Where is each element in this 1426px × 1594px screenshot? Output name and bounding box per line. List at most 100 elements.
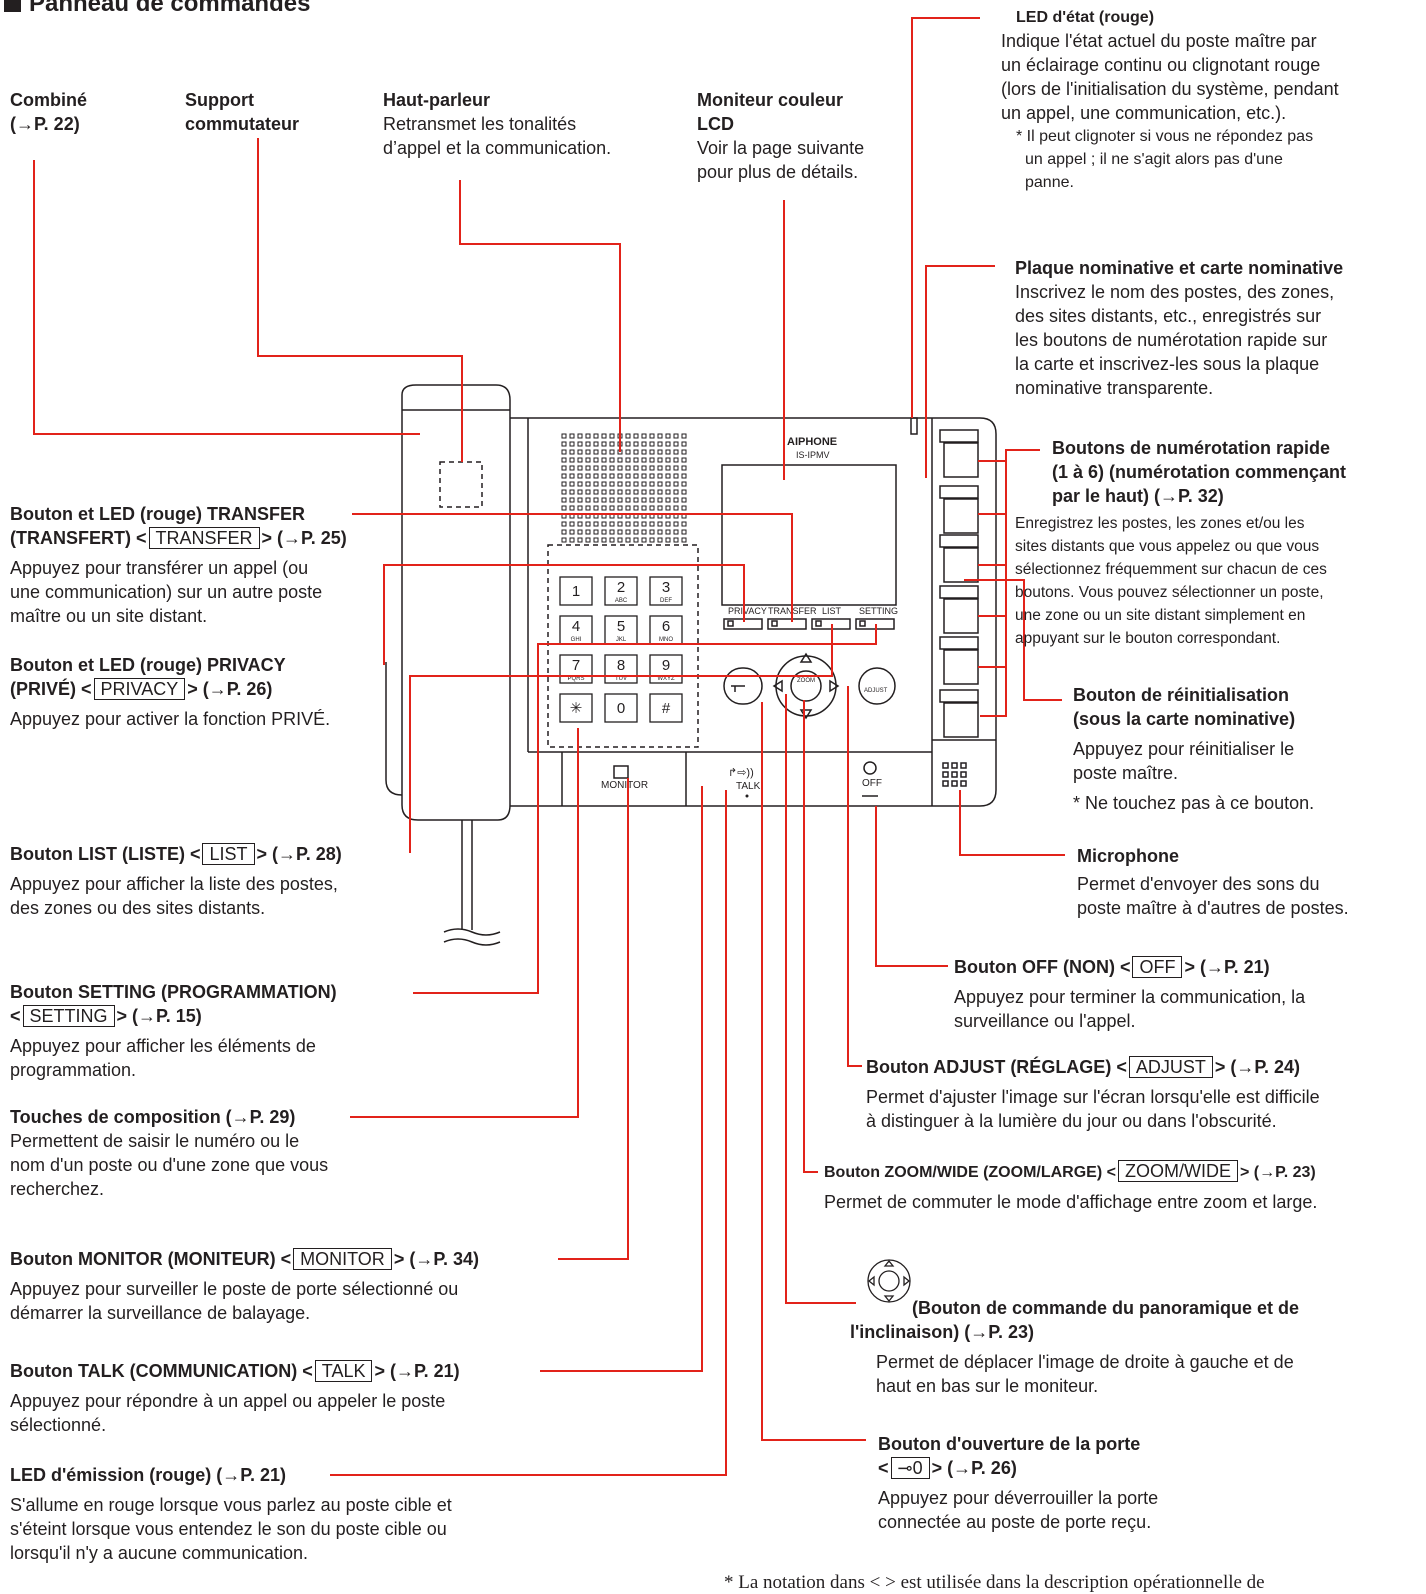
zoom-key-label[interactable]: ZOOM	[797, 678, 815, 684]
setting-post: > (→P. 15)	[116, 1006, 202, 1026]
callout-haut-parleur: Haut-parleur Retransmet les tonalités d’…	[383, 88, 611, 160]
privacy-key-label[interactable]: PRIVACY	[728, 606, 767, 616]
footnote: * La notation dans < > est utilisée dans…	[724, 1572, 1265, 1593]
callout-plaque: Plaque nominative et carte nominative In…	[1015, 256, 1343, 400]
callout-panoramique: (Bouton de commande du panoramique et de…	[850, 1296, 1300, 1398]
support-title-2: commutateur	[185, 114, 300, 134]
keypad-key-number: 9	[662, 657, 670, 674]
led-etat-note-2: un appel ; il ne s'agit alors pas d'une	[1025, 151, 1283, 168]
keypad-key-number: 2	[617, 579, 625, 596]
monitor-key-box: MONITOR	[293, 1248, 392, 1270]
plaque-desc-4: la carte et inscrivez-les sous la plaque	[1015, 354, 1320, 374]
plaque-desc-2: des sites distants, etc., enregistrés su…	[1015, 306, 1322, 326]
callout-reinit: Bouton de réinitialisation (sous la cart…	[1073, 683, 1314, 815]
combine-title: Combiné	[10, 90, 88, 110]
callout-numerotation: Boutons de numérotation rapide (1 à 6) (…	[1052, 436, 1346, 508]
list-key-box: LIST	[202, 843, 255, 865]
led-etat-note-1: * Il peut clignoter si vous ne répondez …	[1016, 128, 1314, 145]
off-post: > (→P. 21)	[1184, 957, 1270, 977]
setting-key-box: SETTING	[22, 1005, 115, 1027]
keypad-key-number: 8	[617, 657, 625, 674]
led-etat-title: LED d'état (rouge)	[1016, 9, 1155, 26]
off-desc-1: Appuyez pour terminer la communication, …	[954, 987, 1306, 1007]
numerotation-title-1: Boutons de numérotation rapide	[1052, 438, 1331, 458]
keypad-key[interactable]: 0	[604, 693, 638, 723]
keypad-key-number: 0	[617, 700, 625, 717]
keypad-key-letters: PQRS	[567, 676, 584, 682]
speaker-grille	[561, 433, 687, 543]
touches-desc-2: nom d'un poste ou d'une zone que vous	[10, 1155, 329, 1175]
adjust-key-box: ADJUST	[1128, 1056, 1213, 1078]
monitor-desc-2: démarrer la surveillance de balayage.	[10, 1303, 311, 1323]
combine-ref: (→P. 22)	[10, 114, 80, 134]
lcd-monitor-screen	[721, 464, 897, 606]
callout-porte: Bouton d'ouverture de la porte <⊸0> (→P.…	[878, 1432, 1158, 1534]
microphone-desc-2: poste maître à d'autres de postes.	[1077, 898, 1349, 918]
setting-key-label[interactable]: SETTING	[859, 606, 899, 616]
keypad-key-number: 5	[617, 618, 625, 635]
reinit-note: * Ne touchez pas à ce bouton.	[1073, 793, 1315, 813]
setting-pre: <	[10, 1006, 21, 1026]
privacy-pre: (PRIVÉ) <	[10, 679, 92, 699]
adjust-post: > (→P. 24)	[1214, 1057, 1301, 1077]
speed-dial-buttons	[939, 429, 979, 738]
monitor-key-label[interactable]: MONITOR	[601, 780, 649, 791]
talk-key-label[interactable]: TALK	[736, 781, 761, 792]
keypad-key-letters: JKL	[616, 637, 627, 643]
keypad-key-number: #	[662, 700, 671, 717]
off-desc-2: surveillance ou l'appel.	[954, 1011, 1136, 1031]
panoramique-desc-2: haut en bas sur le moniteur.	[876, 1376, 1099, 1396]
callout-talk: Bouton TALK (COMMUNICATION) <TALK> (→P. …	[10, 1359, 460, 1437]
plaque-title: Plaque nominative et carte nominative	[1015, 258, 1344, 278]
porte-title: Bouton d'ouverture de la porte	[878, 1434, 1141, 1454]
haut-parleur-desc-2: d’appel et la communication.	[383, 138, 612, 158]
moniteur-desc-1: Voir la page suivante	[697, 138, 865, 158]
setting-desc-2: programmation.	[10, 1060, 137, 1080]
keypad-key-number: 7	[572, 657, 580, 674]
callout-privacy: Bouton et LED (rouge) PRIVACY (PRIVÉ) <P…	[10, 653, 330, 731]
zoom-key-box: ZOOM/WIDE	[1117, 1160, 1238, 1182]
transfer-desc-1: Appuyez pour transférer un appel (ou	[10, 558, 309, 578]
led-etat-desc-1: Indique l'état actuel du poste maître pa…	[1001, 31, 1317, 51]
keypad-key[interactable]: #	[649, 693, 683, 723]
device-model: IS-IPMV	[796, 450, 830, 460]
callout-touches: Touches de composition (→P. 29) Permette…	[10, 1105, 328, 1201]
status-led	[910, 417, 918, 435]
keypad-key-number: 3	[662, 579, 670, 596]
privacy-post: > (→P. 26)	[187, 679, 273, 699]
numerotation-desc-6: appuyant sur le bouton correspondant.	[1015, 630, 1281, 647]
list-key-label[interactable]: LIST	[822, 606, 842, 616]
pan-tilt-inner	[790, 670, 822, 702]
numerotation-desc-2: sites distants que vous appelez ou que v…	[1015, 538, 1320, 555]
panoramique-title-2: l'inclinaison) (→P. 23)	[850, 1322, 1034, 1342]
adjust-desc-1: Permet d'ajuster l'image sur l'écran lor…	[866, 1087, 1320, 1107]
keypad-key-letters: GHI	[571, 637, 582, 643]
reinit-title-2: (sous la carte nominative)	[1073, 709, 1296, 729]
adjust-key-label[interactable]: ADJUST	[864, 688, 888, 694]
monitor-pre: Bouton MONITOR (MONITEUR) <	[10, 1249, 292, 1269]
panoramique-desc-1: Permet de déplacer l'image de droite à g…	[876, 1352, 1294, 1372]
adjust-pre: Bouton ADJUST (RÉGLAGE) <	[866, 1057, 1127, 1077]
moniteur-title-2: LCD	[697, 114, 734, 134]
off-key-label[interactable]: OFF	[862, 778, 882, 789]
keypad-key[interactable]: ✳	[559, 693, 593, 723]
led-etat-desc-2: un éclairage continu ou clignotant rouge	[1001, 55, 1321, 75]
pan-tilt-icon	[866, 1258, 912, 1309]
talk-post: > (→P. 21)	[374, 1361, 460, 1381]
transfer-title-1: Bouton et LED (rouge) TRANSFER	[10, 504, 305, 524]
talk-desc-1: Appuyez pour répondre à un appel ou appe…	[10, 1391, 446, 1411]
door-open-button-shape	[723, 667, 763, 705]
microphone-holes	[942, 762, 967, 787]
plaque-desc-1: Inscrivez le nom des postes, des zones,	[1015, 282, 1335, 302]
monitor-desc-1: Appuyez pour surveiller le poste de port…	[10, 1279, 459, 1299]
keypad-key[interactable]: 1	[559, 576, 593, 606]
touches-title: Touches de composition (→P. 29)	[10, 1107, 296, 1127]
keypad-key-letters: ABC	[615, 598, 628, 604]
keypad-key-number: 1	[572, 583, 580, 600]
panoramique-title-1: (Bouton de commande du panoramique et de	[912, 1298, 1300, 1318]
